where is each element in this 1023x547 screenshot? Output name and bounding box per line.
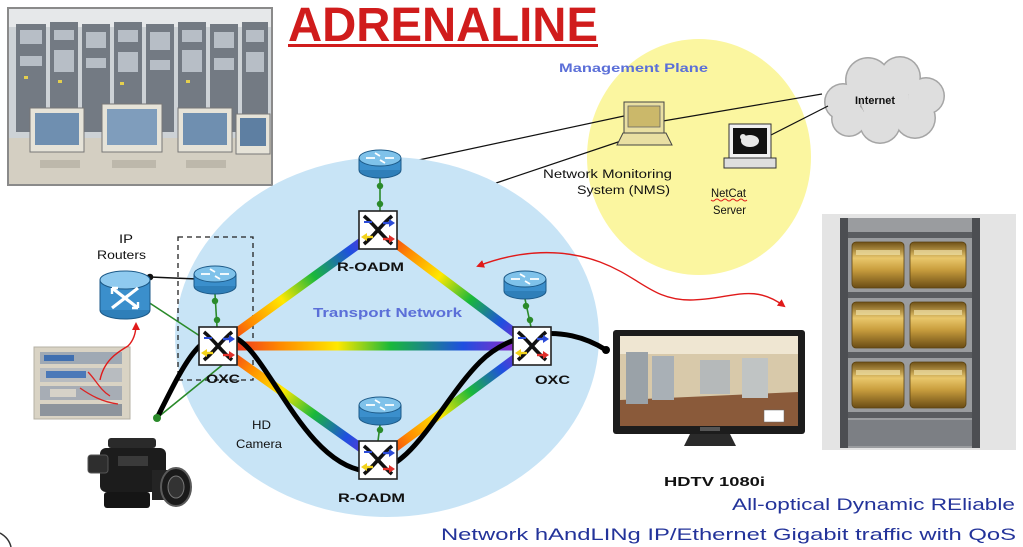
netcat-label-line2: Server bbox=[713, 205, 746, 217]
ip-routers-label-line1: IP bbox=[119, 232, 133, 246]
stream-endpoint-left bbox=[153, 414, 161, 422]
link-roadm-bottom-oxc-right bbox=[375, 342, 535, 464]
management-plane-label: Management Plane bbox=[559, 61, 708, 75]
equipment-to-router-arrow bbox=[99, 322, 140, 381]
caption-line1: All-optical Dynamic REliable bbox=[732, 495, 1015, 514]
cloud-icon bbox=[824, 56, 945, 144]
router-icon-left bbox=[193, 265, 237, 295]
hd-camera-label-line2: Camera bbox=[236, 437, 282, 451]
title-underline bbox=[288, 44, 598, 47]
hdtv-icon bbox=[613, 330, 805, 446]
optical-switch-icon-roadm-bottom bbox=[358, 440, 398, 480]
roadm-bottom-label: R-OADM bbox=[338, 491, 405, 505]
router-icon-bottom bbox=[358, 396, 402, 426]
internet-label: Internet bbox=[855, 95, 895, 107]
management-plane-area bbox=[587, 39, 811, 275]
transport-network-area bbox=[175, 157, 599, 517]
slide-corner-arc bbox=[0, 532, 12, 547]
workstation-monitors bbox=[29, 103, 271, 168]
camera-icon bbox=[87, 438, 192, 508]
spellcheck-underline bbox=[710, 198, 748, 202]
optical-switch-icon-oxc-left bbox=[198, 326, 238, 366]
roadm-top-label: R-OADM bbox=[337, 260, 404, 274]
link-oxc-left-roadm-bottom bbox=[215, 342, 381, 464]
equipment-photo bbox=[33, 346, 131, 420]
optical-switch-icon-oxc-right bbox=[512, 326, 552, 366]
link-roadm-top-oxc-right bbox=[375, 226, 535, 350]
page-title: ADRENALINE bbox=[288, 0, 598, 52]
fiber-rack-arrow bbox=[476, 251, 786, 308]
oxc-left-label: OXC bbox=[206, 372, 240, 386]
optical-switch-icon-roadm-top bbox=[358, 210, 398, 250]
nms-label-line1: Network Monitoring bbox=[543, 169, 672, 181]
nms-label-line2: System (NMS) bbox=[577, 185, 670, 197]
transport-network-label: Transport Network bbox=[313, 305, 463, 320]
optical-links bbox=[215, 226, 535, 464]
oxc-right-label: OXC bbox=[535, 373, 570, 387]
stream-endpoint-right bbox=[602, 346, 610, 354]
link-roadm-top-oxc-left bbox=[215, 226, 381, 350]
server-icon bbox=[723, 123, 777, 169]
router-icon-top bbox=[358, 149, 402, 179]
fiber-spool-rack-photo bbox=[822, 214, 1016, 450]
ip-router-icon bbox=[98, 269, 152, 320]
control-room-photo bbox=[7, 7, 273, 186]
ip-routers-label-line2: Routers bbox=[97, 248, 146, 262]
hdtv-label: HDTV 1080i bbox=[664, 474, 765, 489]
hd-camera-label-line1: HD bbox=[252, 418, 271, 432]
edge-node-dashed-box bbox=[177, 236, 254, 381]
computer-icon bbox=[616, 101, 673, 146]
netcat-label-line1: NetCat bbox=[711, 188, 747, 200]
router-icon-right bbox=[503, 270, 547, 300]
caption-line2: Network hAndLINg IP/Ethernet Gigabit tra… bbox=[441, 525, 1016, 544]
